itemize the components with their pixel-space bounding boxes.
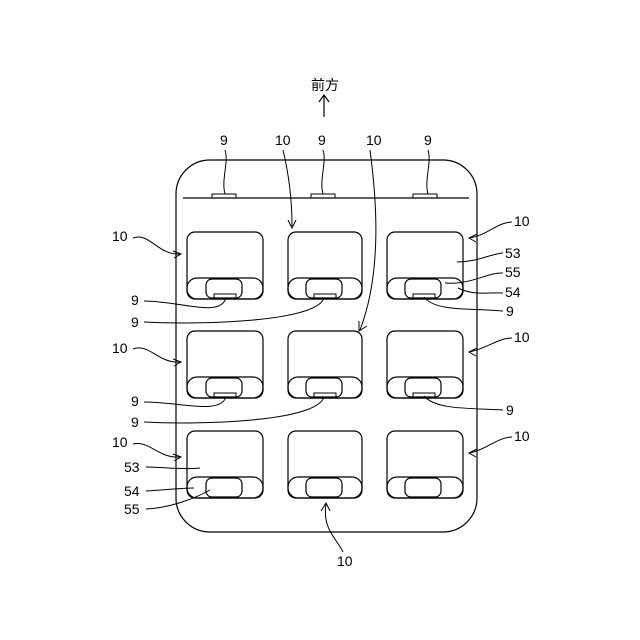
direction-label: 前方 (311, 77, 339, 93)
compartment-r3c3 (387, 431, 463, 498)
label-r2-left-10: 10 (112, 340, 128, 356)
label-top-10-a: 10 (275, 132, 291, 148)
label-r3-left-55: 55 (124, 501, 140, 517)
label-r2-right-10: 10 (514, 329, 530, 345)
compartment-r3c2 (288, 431, 362, 498)
label-r1-right-10: 10 (514, 213, 530, 229)
label-r1-right-55: 55 (505, 264, 521, 280)
label-top-9-mid: 9 (318, 132, 326, 148)
direction-arrow-icon (319, 95, 329, 117)
label-r3-left-54: 54 (124, 483, 140, 499)
compartment-r1c3 (387, 232, 463, 299)
compartment-r3c1 (187, 431, 263, 498)
label-r1-right-9: 9 (506, 303, 514, 319)
tray-body (176, 160, 477, 532)
label-r2-left-9b: 9 (131, 414, 139, 430)
label-r1-left-9a: 9 (131, 292, 139, 308)
label-r1-right-53: 53 (505, 245, 521, 261)
label-top-10-b: 10 (366, 132, 382, 148)
label-bottom-10: 10 (337, 553, 353, 569)
label-r1-left-9b: 9 (131, 314, 139, 330)
label-r2-left-9a: 9 (131, 393, 139, 409)
label-r2-right-9: 9 (506, 402, 514, 418)
compartment-r2c1 (187, 331, 263, 398)
compartment-r2c2 (288, 331, 362, 398)
label-r3-left-10: 10 (112, 434, 128, 450)
compartment-r1c2 (288, 232, 362, 299)
label-top-9-left: 9 (220, 132, 228, 148)
label-r1-left-10: 10 (112, 228, 128, 244)
compartment-r1c1 (187, 232, 263, 299)
label-r1-right-54: 54 (505, 284, 521, 300)
label-r3-left-53: 53 (124, 459, 140, 475)
label-top-9-right: 9 (424, 132, 432, 148)
compartment-r2c3 (387, 331, 463, 398)
label-r3-right-10: 10 (514, 428, 530, 444)
